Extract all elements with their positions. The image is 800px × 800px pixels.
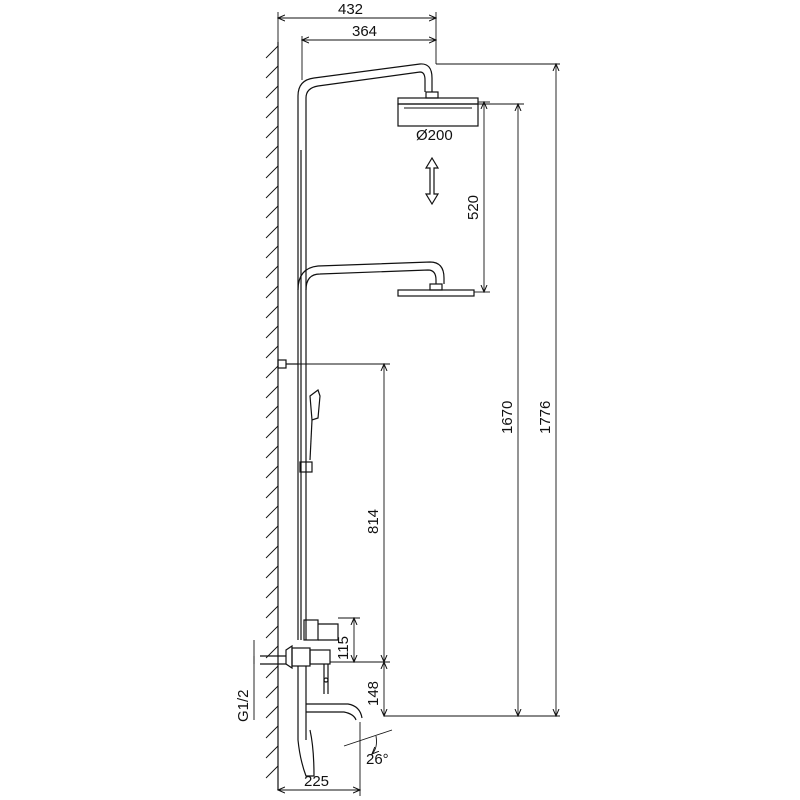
wall [265,42,279,790]
dim-115-label: 115 [335,636,352,660]
dim-520-label: 520 [465,195,482,220]
dim-1670: 1670 [478,104,524,716]
adjust-arrow [424,156,440,206]
thread-dim: G1/2 [235,640,255,722]
bath-spout [297,666,363,777]
dim-1776: 1776 [384,64,560,716]
dim-1776-label: 1776 [537,401,554,434]
mixer-body [260,619,339,694]
wall-bracket [277,359,298,369]
dim-225: 225 [278,722,360,796]
thread-label: G1/2 [235,689,252,722]
shower-arm-lower [297,261,475,297]
shower-head-top [397,91,479,127]
dim-148-label: 148 [365,681,382,706]
dim-814-label: 814 [365,509,382,534]
dim-364-label: 364 [352,23,377,40]
angle-26: 26° [343,729,393,768]
riser-pipe-lower [297,150,307,640]
wall-hatching [265,45,279,779]
dim-364: 364 [302,23,436,80]
riser-pipe-upper [297,63,433,150]
dim-115: 115 [335,618,360,662]
dim-225-label: 225 [304,773,329,790]
dim-148: 148 [365,662,384,716]
dim-432-label: 432 [338,1,363,18]
dim-520: 520 [465,102,490,292]
hand-shower [299,389,321,473]
head-diameter-label: Ø200 [416,127,453,144]
dim-814: 814 [298,364,390,662]
angle-label: 26° [366,751,389,768]
dim-1670-label: 1670 [499,401,516,434]
dim-432: 432 [278,1,436,64]
